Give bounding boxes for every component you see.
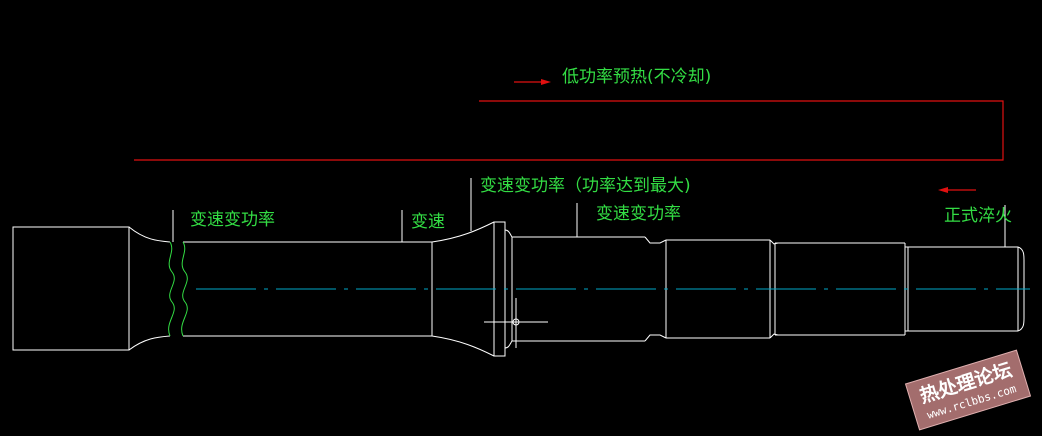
shaft-neck-bottom [128,335,171,351]
label-variable-speed-power-1: 变速变功率 [190,210,275,230]
shaft-left-end [12,226,130,351]
forum-watermark: 热处理论坛 www.rclbbs.com [904,349,1032,431]
label-formal-quench: 正式淬火 [944,206,1012,226]
label-variable-speed-power-2: 变速变功率 [596,204,681,224]
heating-path-line [134,100,1004,161]
arrow-right-icon [514,79,551,85]
shaft-fillet-bottom [431,335,495,357]
heating-path [134,100,1004,161]
shaft-neck-top [128,226,171,243]
leader-lines [172,178,1006,247]
crosshair-marker [484,298,548,348]
label-variable-speed-power-max: 变速变功率（功率达到最大) [480,176,691,196]
arrow-left-icon [938,187,976,193]
direction-arrows [514,79,976,193]
label-low-power-preheat: 低功率预热(不冷却) [562,67,711,87]
break-lines [168,241,188,337]
label-variable-speed: 变速 [411,212,445,232]
shaft-fillet-top [431,221,495,243]
